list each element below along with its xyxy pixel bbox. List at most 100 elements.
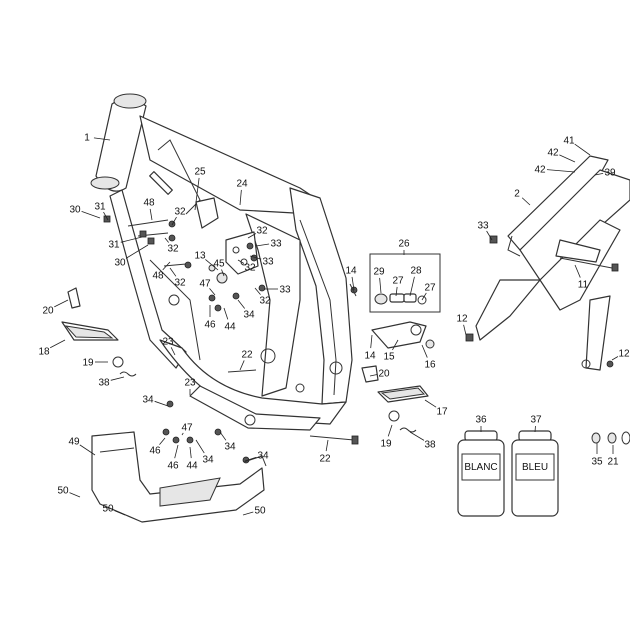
leader-line-c46b bbox=[159, 437, 166, 445]
callout-c47b: 47 bbox=[181, 423, 193, 434]
rear-subframe bbox=[465, 155, 630, 371]
callout-c23b: 23 bbox=[184, 378, 196, 389]
callout-c11: 11 bbox=[578, 280, 589, 291]
leader-line-c24 bbox=[239, 189, 242, 206]
leader-line-c15 bbox=[392, 339, 399, 351]
callout-c12b: 12 bbox=[618, 349, 630, 360]
callout-c34e: 34 bbox=[257, 451, 269, 462]
main-frame bbox=[90, 93, 353, 431]
leader-line-c29 bbox=[379, 277, 382, 294]
callout-c23a: 23 bbox=[162, 337, 174, 348]
callout-c41: 41 bbox=[563, 136, 575, 147]
leader-line-c32a bbox=[171, 216, 177, 226]
callout-c38b: 38 bbox=[424, 440, 436, 451]
callout-c19a: 19 bbox=[82, 358, 94, 369]
engine-brackets bbox=[195, 197, 259, 275]
callout-c1: 1 bbox=[84, 133, 90, 144]
callout-c26: 26 bbox=[398, 239, 410, 250]
callout-c22b: 22 bbox=[319, 454, 331, 465]
callout-c38a: 38 bbox=[98, 378, 110, 389]
callout-c42b: 42 bbox=[534, 165, 546, 176]
leader-line-c33b bbox=[249, 255, 262, 260]
callout-c30a: 30 bbox=[69, 205, 81, 216]
leader-line-c18 bbox=[50, 339, 66, 349]
callout-c32d: 32 bbox=[256, 226, 268, 237]
callout-c44a: 44 bbox=[224, 322, 236, 333]
callout-c50a: 50 bbox=[57, 486, 69, 497]
leader-line-c20b bbox=[369, 374, 378, 377]
leader-line-c16 bbox=[421, 344, 428, 358]
callout-c46c: 46 bbox=[167, 461, 179, 472]
callout-c2: 2 bbox=[514, 189, 520, 200]
callout-c31a: 31 bbox=[94, 202, 106, 213]
callout-c27b: 27 bbox=[424, 283, 436, 294]
skid-plate bbox=[91, 431, 267, 523]
leader-line-c44b bbox=[189, 446, 192, 459]
group-26-kit bbox=[369, 253, 441, 313]
callout-c18: 18 bbox=[38, 347, 50, 358]
callout-c42a: 42 bbox=[547, 148, 559, 159]
callout-c39: 39 bbox=[604, 168, 616, 179]
leader-line-c34c bbox=[219, 431, 227, 441]
leader-line-c12b bbox=[611, 356, 619, 361]
left-footpeg bbox=[61, 287, 137, 377]
callout-c25: 25 bbox=[194, 167, 206, 178]
callout-c14a: 14 bbox=[345, 266, 357, 277]
leader-line-c32b bbox=[164, 237, 169, 243]
callout-c50c: 50 bbox=[254, 506, 266, 517]
callout-c31b: 31 bbox=[108, 240, 120, 251]
callout-c30b: 30 bbox=[114, 258, 126, 269]
side-stand-clamp bbox=[371, 321, 435, 349]
callout-c36: 36 bbox=[475, 415, 487, 426]
callout-c46b: 46 bbox=[149, 446, 161, 457]
leader-line-c34e bbox=[244, 456, 257, 462]
callout-c12a: 12 bbox=[456, 314, 468, 325]
callout-c20a: 20 bbox=[42, 306, 54, 317]
leader-line-c31b bbox=[120, 236, 143, 243]
callout-c28: 28 bbox=[410, 266, 422, 277]
leader-line-c28 bbox=[409, 276, 415, 297]
callout-c48a: 48 bbox=[143, 198, 155, 209]
callout-c17: 17 bbox=[436, 407, 448, 418]
callout-c34a: 34 bbox=[243, 310, 255, 321]
leader-line-c14b bbox=[370, 334, 373, 349]
leader-line-c27a bbox=[395, 286, 398, 297]
callout-c16: 16 bbox=[424, 360, 436, 371]
leader-line-c14a bbox=[351, 276, 355, 291]
leader-line-c31a bbox=[103, 211, 109, 221]
leader-line-c45 bbox=[221, 269, 225, 277]
leader-line-c34b bbox=[154, 400, 169, 407]
leader-line-c12a bbox=[463, 324, 467, 336]
leader-line-c22a bbox=[239, 360, 245, 371]
leader-line-c38b bbox=[409, 431, 425, 441]
leader-line-c46c bbox=[174, 444, 179, 459]
leader-line-c42b bbox=[546, 169, 576, 173]
leader-line-c33d bbox=[486, 230, 493, 241]
leader-line-c32d bbox=[247, 233, 257, 239]
leader-line-c50a bbox=[69, 492, 81, 498]
callout-c29: 29 bbox=[373, 267, 385, 278]
leader-line-c13 bbox=[205, 259, 219, 271]
callout-c33d: 33 bbox=[477, 221, 489, 232]
callout-c50b: 50 bbox=[102, 504, 114, 515]
callout-c34b: 34 bbox=[142, 395, 154, 406]
leader-line-c34d bbox=[195, 439, 205, 454]
right-footpeg bbox=[361, 365, 429, 433]
leader-line-c38a bbox=[110, 376, 125, 381]
callout-c21: 21 bbox=[607, 457, 619, 468]
callout-c49: 49 bbox=[68, 437, 80, 448]
callout-c20b: 20 bbox=[378, 369, 390, 380]
leader-line-c39 bbox=[594, 172, 604, 176]
callout-c27a: 27 bbox=[392, 276, 404, 287]
callout-c14b: 14 bbox=[364, 351, 376, 362]
leader-line-c25 bbox=[194, 177, 200, 211]
leader-line-c42a bbox=[559, 154, 576, 163]
leader-line-c11 bbox=[574, 264, 581, 278]
leader-line-c2 bbox=[521, 197, 531, 206]
paint-can-bleu: BLEU bbox=[511, 430, 559, 517]
leader-line-c50c bbox=[242, 511, 254, 516]
callout-c46a: 46 bbox=[204, 320, 216, 331]
callout-c47a: 47 bbox=[199, 279, 211, 290]
callout-c44b: 44 bbox=[186, 461, 198, 472]
